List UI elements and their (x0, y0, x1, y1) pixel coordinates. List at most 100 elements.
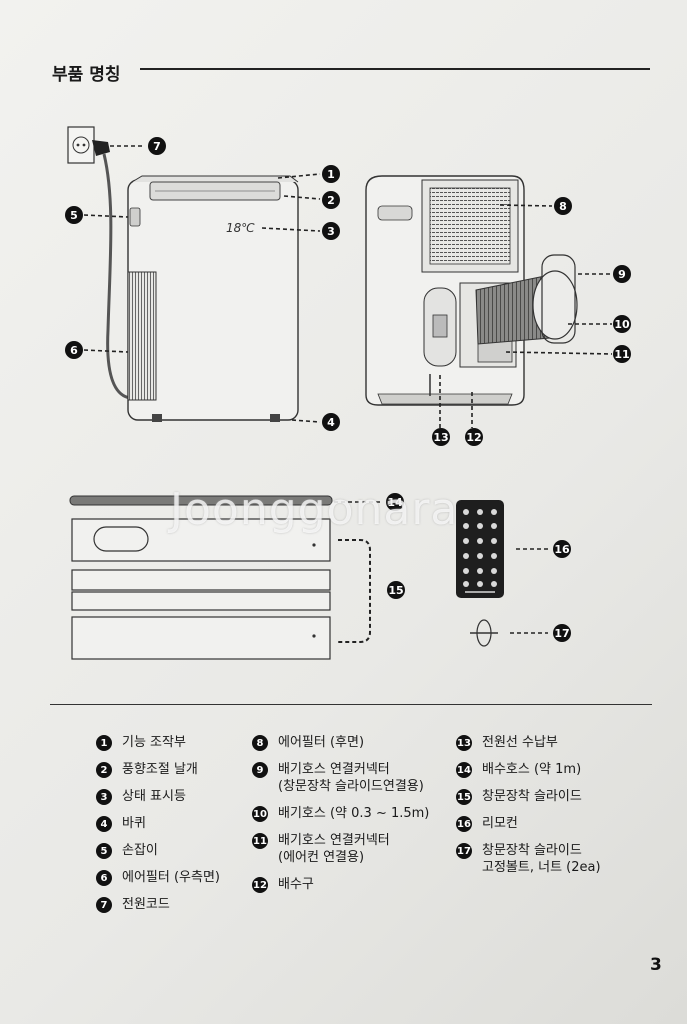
badge-10: 10 (613, 315, 631, 333)
legend-item: 8 에어필터 (후면) (252, 734, 452, 751)
svg-text:1: 1 (327, 168, 335, 181)
wall-socket (67, 126, 95, 164)
svg-text:16: 16 (554, 543, 570, 556)
svg-text:17: 17 (554, 627, 569, 640)
legend-label: 바퀴 (122, 816, 146, 831)
remote-control (456, 500, 504, 598)
legend-item: 17 창문장착 슬라이드 고정볼트, 너트 (2ea) (456, 842, 656, 876)
legend-item: 13 전원선 수납부 (456, 734, 656, 751)
number-badge: 6 (96, 870, 112, 886)
badge-5: 5 (65, 206, 83, 224)
svg-text:15: 15 (388, 584, 403, 597)
svg-text:4: 4 (327, 416, 335, 429)
svg-text:13: 13 (433, 431, 448, 444)
bolt-nut (470, 619, 498, 647)
title-rule (140, 68, 650, 70)
legend-item: 6 에어필터 (우측면) (96, 869, 246, 886)
display-readout: 18℃ (226, 221, 255, 235)
svg-text:7: 7 (153, 140, 161, 153)
legend-item: 5 손잡이 (96, 842, 246, 859)
number-badge: 10 (252, 806, 268, 822)
legend-item: 2 풍향조절 날개 (96, 761, 246, 778)
badge-9: 9 (613, 265, 631, 283)
number-badge: 2 (96, 762, 112, 778)
number-badge: 8 (252, 735, 268, 751)
legend-label: 전원코드 (122, 897, 170, 912)
leader-lines (83, 145, 613, 634)
svg-text:9: 9 (618, 268, 626, 281)
legend-label: 풍향조절 날개 (122, 762, 198, 777)
number-badge: 15 (456, 789, 472, 805)
legend-label: 창문장착 슬라이드 (482, 789, 582, 804)
number-badge: 7 (96, 897, 112, 913)
legend-label: 리모컨 (482, 816, 518, 831)
svg-text:10: 10 (614, 318, 630, 331)
svg-text:3: 3 (327, 225, 335, 238)
badge-15: 15 (387, 581, 405, 599)
number-badge: 17 (456, 843, 472, 859)
legend-label: 에어필터 (후면) (278, 735, 365, 750)
legend-item: 7 전원코드 (96, 896, 246, 913)
page-number: 3 (650, 955, 662, 975)
legend-item: 15 창문장착 슬라이드 (456, 788, 656, 805)
badge-3: 3 (322, 222, 340, 240)
badge-6: 6 (65, 341, 83, 359)
legend-label: 에어필터 (우측면) (122, 870, 220, 885)
legend-label: 전원선 수납부 (482, 735, 558, 750)
svg-text:14: 14 (387, 496, 403, 509)
badge-11: 11 (613, 345, 631, 363)
legend-item: 14 배수호스 (약 1m) (456, 761, 656, 778)
badge-1: 1 (322, 165, 340, 183)
legend-label: 배기호스 (약 0.3 ~ 1.5m) (278, 806, 430, 821)
badge-14: 14 (386, 493, 404, 511)
svg-text:6: 6 (70, 344, 78, 357)
legend-label: 상태 표시등 (122, 789, 186, 804)
drain-hose (69, 495, 333, 506)
badge-4: 4 (322, 413, 340, 431)
svg-text:11: 11 (614, 348, 629, 361)
number-badge: 13 (456, 735, 472, 751)
number-badge: 9 (252, 762, 268, 778)
badge-12: 12 (465, 428, 483, 446)
svg-text:5: 5 (70, 209, 78, 222)
legend-label: 배수호스 (약 1m) (482, 762, 582, 777)
power-plug (92, 140, 131, 400)
number-badge: 3 (96, 789, 112, 805)
watermark-text: Joonggonara (170, 484, 459, 535)
section-divider (50, 704, 652, 705)
badge-2: 2 (322, 191, 340, 209)
badge-17: 17 (553, 624, 571, 642)
badge-7: 7 (148, 137, 166, 155)
number-badge: 4 (96, 816, 112, 832)
page-title: 부품 명칭 (52, 65, 121, 85)
legend-label: 기능 조작부 (122, 735, 186, 750)
badge-8: 8 (554, 197, 572, 215)
number-badge: 12 (252, 877, 268, 893)
badge-16: 16 (553, 540, 571, 558)
svg-text:8: 8 (559, 200, 567, 213)
legend-item: 10 배기호스 (약 0.3 ~ 1.5m) (252, 805, 452, 822)
badges: 7 1 2 3 4 5 6 8 9 10 11 13 12 14 15 16 1… (65, 137, 631, 642)
legend-item: 3 상태 표시등 (96, 788, 246, 805)
legend-label: 창문장착 슬라이드 고정볼트, 너트 (2ea) (482, 843, 601, 875)
legend-label: 손잡이 (122, 843, 158, 858)
exhaust-hose (475, 254, 578, 345)
ac-front-view: 18℃ (127, 175, 299, 422)
svg-text:12: 12 (466, 431, 481, 444)
window-slide-kit (71, 518, 371, 660)
svg-text:2: 2 (327, 194, 335, 207)
badge-13: 13 (432, 428, 450, 446)
number-badge: 5 (96, 843, 112, 859)
ac-rear-view (365, 175, 525, 406)
number-badge: 14 (456, 762, 472, 778)
legend-label: 배기호스 연결커넥터 (에어컨 연결용) (278, 833, 390, 865)
